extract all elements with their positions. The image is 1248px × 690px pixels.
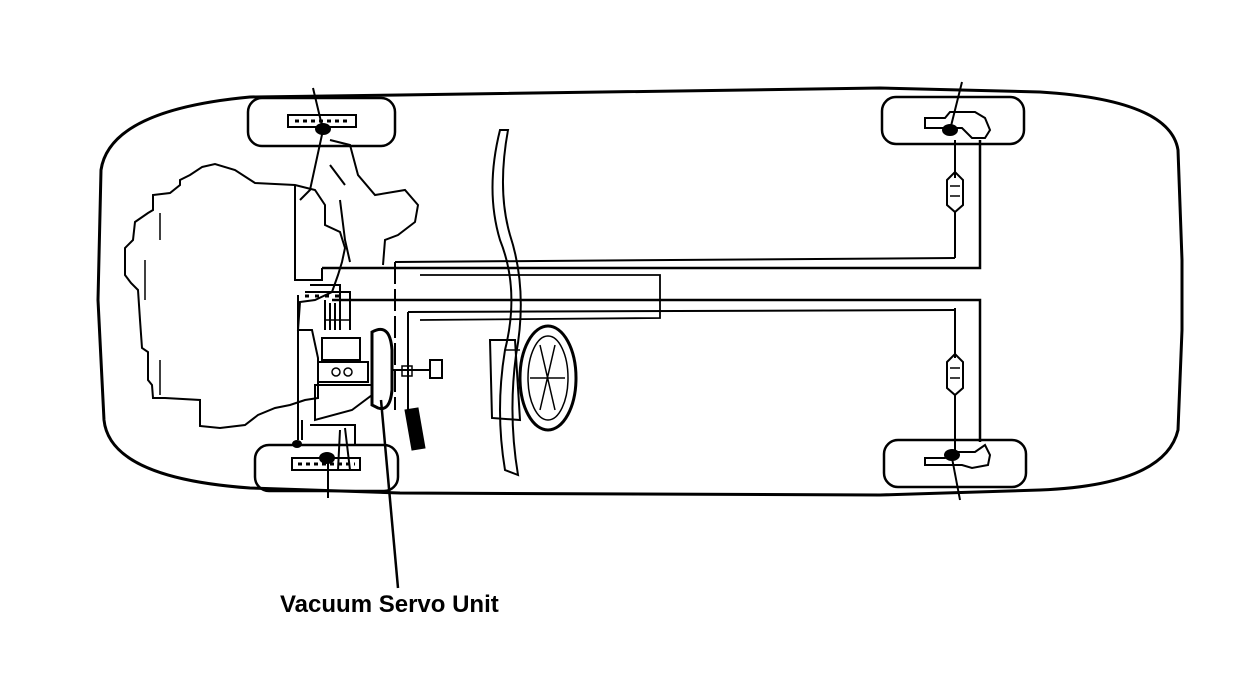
vacuum-servo-unit <box>370 327 443 411</box>
front-suspension <box>329 139 420 266</box>
front-left-brake-line <box>299 87 325 201</box>
steering-wheel <box>488 324 578 432</box>
callout-leader-line <box>379 399 400 589</box>
rear-left-wheel <box>880 95 1026 146</box>
rear-left-caliper <box>924 111 992 139</box>
front-right-wheel <box>253 443 400 493</box>
front-circuit-lines <box>294 185 356 471</box>
brake-pedal <box>404 407 426 451</box>
brake-line-rear-mid-lower <box>407 309 956 313</box>
engine-detail <box>144 213 161 395</box>
rear-right-caliper <box>924 443 992 470</box>
rear-left-axle-line <box>949 81 963 131</box>
rear-right-axle-line <box>951 457 961 501</box>
car-body-outline <box>96 86 1184 497</box>
master-cylinder <box>314 319 373 422</box>
brake-line-rear-mid-upper <box>394 257 956 263</box>
brake-line-rear-lower <box>332 298 982 442</box>
front-left-wheel <box>246 96 397 148</box>
brake-line-loop <box>419 274 661 321</box>
dashboard <box>491 129 522 477</box>
rear-left-valve <box>946 140 964 258</box>
engine-block <box>124 162 347 430</box>
brake-line-rear-upper <box>322 140 982 270</box>
vacuum-servo-unit-label: Vacuum Servo Unit <box>280 591 499 618</box>
rear-right-valve <box>946 308 964 450</box>
